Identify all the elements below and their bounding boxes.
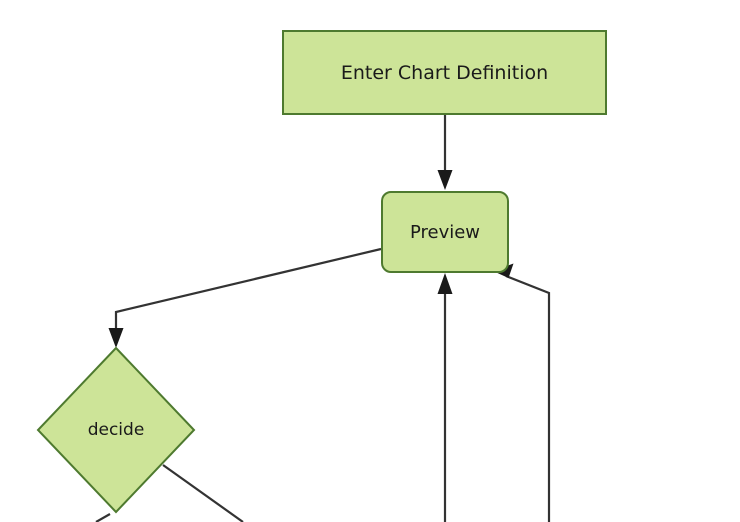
edge-right-return-to-preview-line — [505, 274, 551, 522]
edge-decide-bottom-right-line — [162, 464, 244, 522]
edge-decide-bottom-left — [95, 513, 111, 522]
edge-preview-to-decide-arrowhead — [108, 328, 124, 348]
node-preview[interactable]: Preview — [381, 191, 509, 273]
node-enter-chart-definition-shape[interactable] — [282, 30, 607, 115]
edge-left-return-to-preview-arrowhead — [437, 273, 453, 294]
edge-left-return-to-preview — [437, 273, 453, 522]
edge-decide-bottom-left-line — [95, 513, 111, 522]
edge-enter-to-preview-arrowhead — [437, 170, 453, 190]
node-decide-label: decide — [88, 420, 145, 440]
edge-preview-to-decide — [108, 247, 382, 348]
node-enter-chart-definition[interactable]: Enter Chart Definition — [282, 30, 607, 115]
edge-right-return-to-preview — [493, 263, 551, 522]
node-enter-chart-definition-label: Enter Chart Definition — [341, 62, 548, 84]
node-decide[interactable]: decide — [36, 346, 196, 514]
edge-enter-to-preview — [437, 115, 453, 190]
node-decide-shape[interactable] — [36, 346, 196, 514]
edge-decide-bottom-right — [162, 464, 244, 522]
edge-preview-to-decide-line — [114, 247, 382, 334]
node-preview-shape[interactable] — [381, 191, 509, 273]
node-preview-label: Preview — [410, 222, 480, 243]
